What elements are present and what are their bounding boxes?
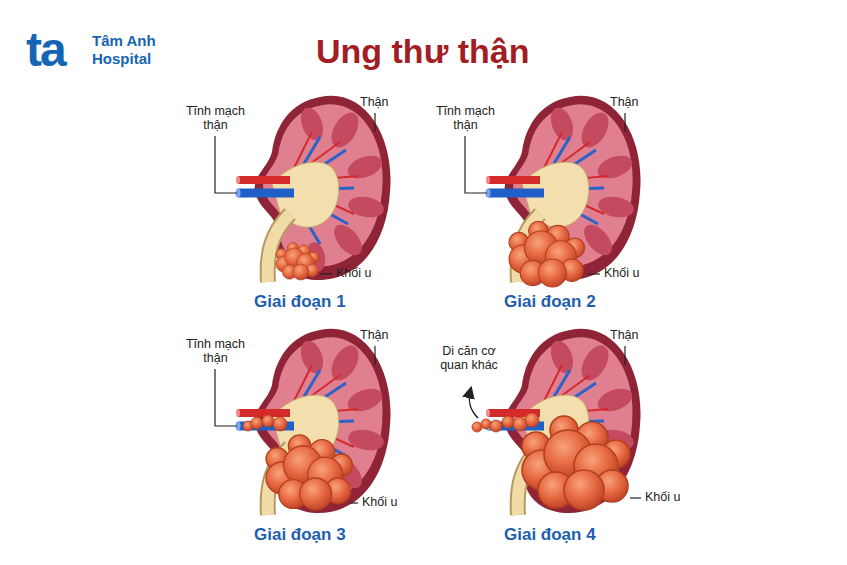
part-label: Khối u [362, 495, 397, 509]
metastasis-note: Di căn cơ quan khác [432, 344, 506, 373]
stage-label: Giai đoạn 4 [504, 525, 596, 545]
diagram-title: Ung thư thận [316, 32, 529, 71]
logo-text: Tâm Anh [92, 32, 156, 49]
part-label: Thận [360, 328, 389, 342]
stage-label: Giai đoạn 1 [254, 292, 346, 312]
part-label: Tĩnh mạch thận [178, 337, 253, 366]
part-label: Thận [610, 95, 639, 109]
logo-mark: ta [26, 26, 65, 74]
part-label: Khối u [336, 266, 371, 280]
part-label: Thận [610, 328, 639, 342]
part-label: Thận [360, 95, 389, 109]
logo-text: Hospital [92, 50, 151, 67]
part-label: Khối u [604, 266, 639, 280]
part-label: Tĩnh mạch thận [428, 104, 503, 133]
part-label: Khối u [645, 490, 680, 504]
stage-label: Giai đoạn 3 [254, 525, 346, 545]
part-label: Tĩnh mạch thận [178, 104, 253, 133]
stage-label: Giai đoạn 2 [504, 292, 596, 312]
